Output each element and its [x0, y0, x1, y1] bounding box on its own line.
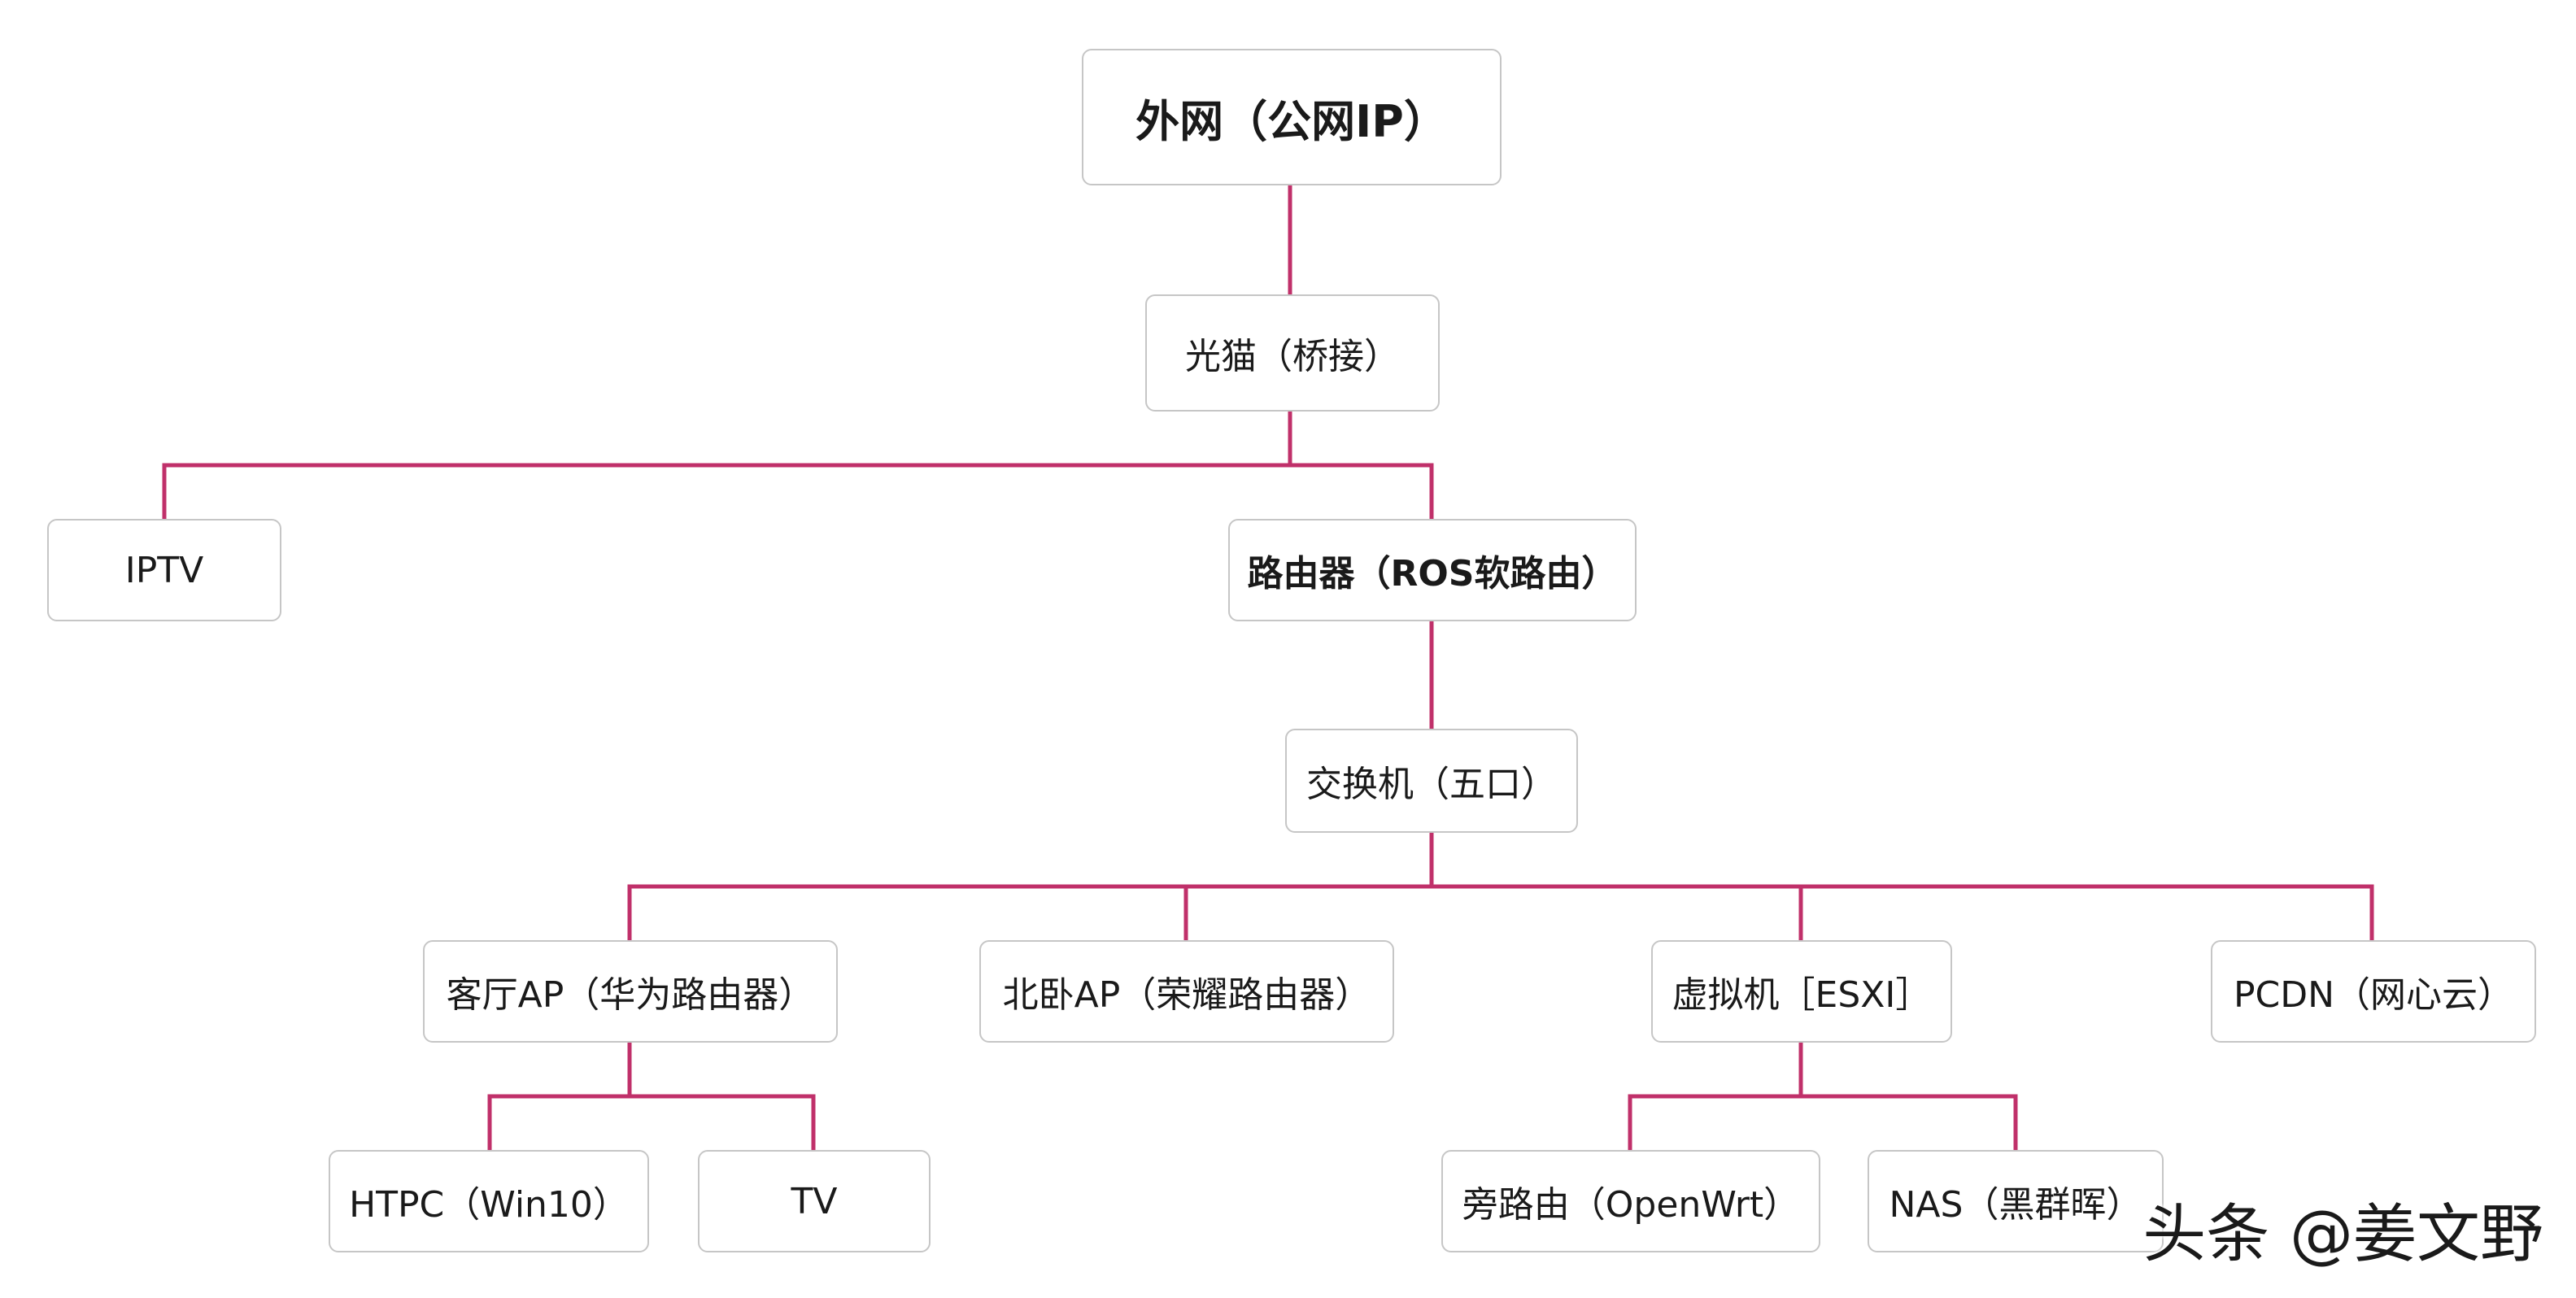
node-switch: 交换机（五口）: [1285, 729, 1578, 833]
node-nas: NAS（黑群晖）: [1868, 1150, 2164, 1252]
node-vm: 虚拟机［ESXI］: [1651, 940, 1952, 1043]
node-pcdn: PCDN（网心云）: [2211, 940, 2536, 1043]
watermark-text: 头条 @姜文野: [2142, 1198, 2543, 1271]
node-htpc: HTPC（Win10）: [329, 1150, 649, 1252]
node-bedroom-ap: 北卧AP（荣耀路由器）: [979, 940, 1394, 1043]
node-wan: 外网（公网IP）: [1082, 49, 1502, 185]
node-router: 路由器（ROS软路由）: [1228, 519, 1637, 621]
node-iptv: IPTV: [47, 519, 281, 621]
node-living-ap: 客厅AP（华为路由器）: [423, 940, 838, 1043]
node-modem: 光猫（桥接）: [1145, 294, 1440, 412]
node-side-router: 旁路由（OpenWrt）: [1441, 1150, 1820, 1252]
node-tv: TV: [698, 1150, 931, 1252]
